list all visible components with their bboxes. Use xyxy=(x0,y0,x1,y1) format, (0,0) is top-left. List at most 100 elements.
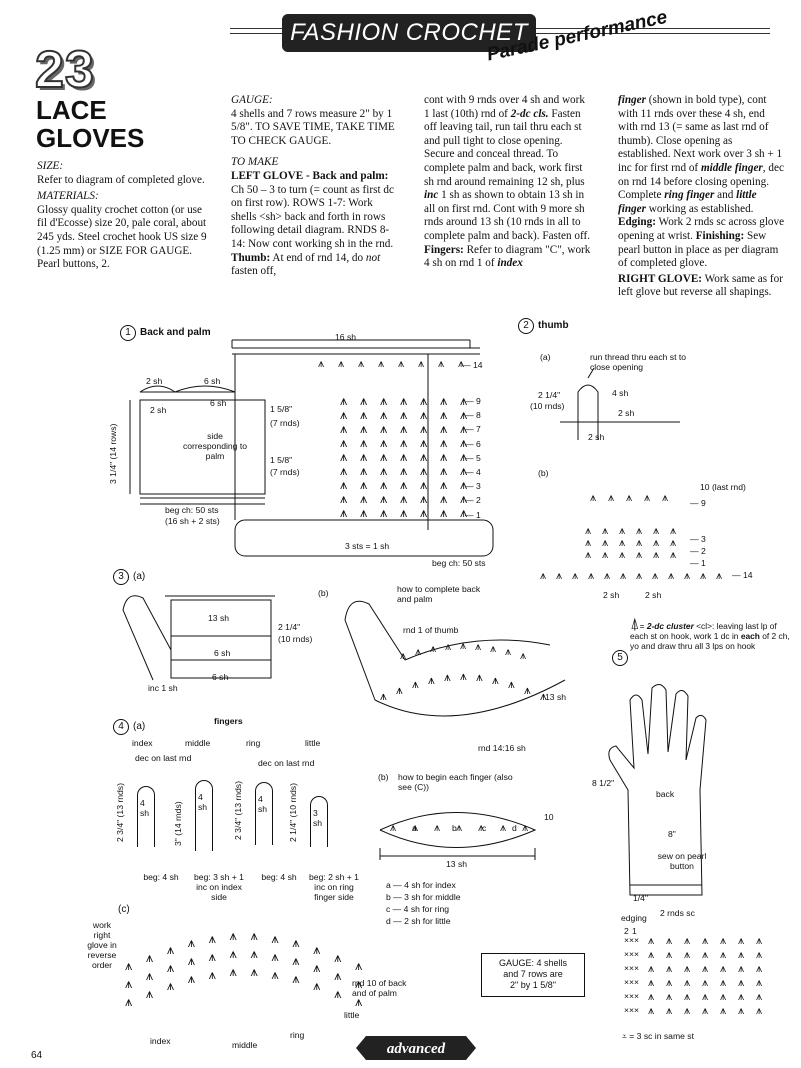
column-4-text: finger (shown in bold type), cont with 1… xyxy=(618,94,786,271)
shell-stitch-icon: ⩚ xyxy=(756,962,763,975)
shell-stitch-icon: ⩚ xyxy=(500,821,507,834)
shell-stitch-icon: ⩚ xyxy=(684,934,691,947)
shell-stitch-icon: ⩚ xyxy=(340,464,348,479)
shell-stitch-icon: ⩚ xyxy=(380,478,388,493)
row-number: — 9 xyxy=(690,498,706,508)
title-line-2: GLOVES xyxy=(36,123,145,153)
diagram-4-title: 4(a) xyxy=(113,719,145,735)
shell-stitch-icon: ⩚ xyxy=(380,506,388,521)
shell-stitch-icon: ⩚ xyxy=(540,689,547,703)
shell-stitch-icon: ⩚ xyxy=(626,491,633,504)
dbeg-letter-c: c xyxy=(482,823,487,833)
shell-stitch-icon: ⩚ xyxy=(420,492,428,507)
shell-stitch-icon: ⩚ xyxy=(666,948,673,961)
shell-stitch-icon: ⩚ xyxy=(340,506,348,521)
d3-inc: inc 1 sh xyxy=(148,683,178,693)
shell-stitch-icon: ⩚ xyxy=(648,1004,655,1017)
shell-stitch-icon: ⩚ xyxy=(334,968,342,984)
shell-stitch-icon: ⩚ xyxy=(556,569,563,582)
pattern-number: 23 xyxy=(34,40,95,100)
d2-height: 2 1/4" xyxy=(538,390,561,400)
c3-t1: cont with 9 rnds over 4 sh and work 1 la… xyxy=(424,94,585,120)
shell-stitch-icon: ⩚ xyxy=(360,478,368,493)
d2-a: (a) xyxy=(540,352,551,362)
size-heading: SIZE: xyxy=(37,160,64,172)
shell-stitch-icon: ⩚ xyxy=(400,649,407,662)
d4-work-right: work right glove in reverse order xyxy=(87,920,117,970)
shell-stitch-icon: ⩚ xyxy=(604,569,611,582)
d4-dec-1: dec on last rnd xyxy=(135,753,192,763)
shell-stitch-icon: ⩚ xyxy=(380,464,388,479)
size-text: Refer to diagram of completed glove. xyxy=(37,173,205,186)
shell-stitch-icon: ⩚ xyxy=(716,569,723,582)
shell-stitch-icon: ⩚ xyxy=(756,990,763,1003)
shell-stitch-icon: ⩚ xyxy=(720,1004,727,1017)
d3-how: how to complete back and palm xyxy=(397,584,481,604)
shell-stitch-icon: ⩚ xyxy=(648,990,655,1003)
shell-stitch-icon: ⩚ xyxy=(648,976,655,989)
shell-stitch-icon: ⩚ xyxy=(208,949,216,965)
shell-stitch-icon: ⩚ xyxy=(460,669,467,683)
shell-stitch-icon: ⩚ xyxy=(360,506,368,521)
shell-stitch-icon: ⩚ xyxy=(602,524,609,537)
shell-stitch-icon: ⩚ xyxy=(292,954,300,970)
materials-text: Glossy quality crochet cotton (or use fi… xyxy=(37,203,207,271)
shell-stitch-icon: ⩚ xyxy=(460,436,468,451)
palm-shape-3b xyxy=(344,600,566,717)
shell-stitch-icon: ⩚ xyxy=(208,931,216,947)
shell-stitch-icon: ⩚ xyxy=(460,464,468,479)
shell-stitch-icon: ⩚ xyxy=(340,478,348,493)
advanced-badge-text: advanced xyxy=(387,1041,446,1057)
diagram-3-number: 3 xyxy=(113,569,129,585)
shell-stitch-icon: ⩚ xyxy=(420,478,428,493)
d2-run-thread: run thread thru each st to close opening xyxy=(590,352,687,372)
shell-stitch-icon: ⩚ xyxy=(340,436,348,451)
d1-h2b: (7 rnds) xyxy=(270,467,300,477)
shell-stitch-icon: ⩚ xyxy=(420,394,428,409)
diagram-1-number: 1 xyxy=(120,325,136,341)
shell-stitch-icon: ⩚ xyxy=(662,491,669,504)
shell-stitch-icon: ⩚ xyxy=(229,965,237,981)
pattern-title: LACE GLOVES xyxy=(36,96,186,152)
shell-stitch-icon: ⩚ xyxy=(440,492,448,507)
shell-stitch-icon: ⩚ xyxy=(187,972,196,988)
to-make-heading: TO MAKE xyxy=(231,156,279,169)
shell-stitch-icon: ⩚ xyxy=(702,948,709,961)
cl-t3: of 2 ch, yo and draw thru all 3 lps on h… xyxy=(630,631,790,651)
finger-height: 2 1/4" (10 rnds) xyxy=(288,783,298,842)
shell-stitch-icon: ⩚ xyxy=(670,536,677,549)
finger-name-ring: ring xyxy=(246,738,261,748)
gauge-box: GAUGE: 4 shells and 7 rows are 2" by 1 5… xyxy=(481,953,585,997)
gauge-box-line-1: GAUGE: 4 shells xyxy=(498,958,568,968)
finger-begin: beg: 4 sh xyxy=(261,872,297,882)
d1-6sh-a: 6 sh xyxy=(204,376,221,386)
thumb-not: not xyxy=(365,251,381,264)
shell-stitch-icon: ⩚ xyxy=(460,394,468,409)
shell-stitch-icon: ⩚ xyxy=(340,422,348,437)
c4-t1: (shown in bold type), cont with 11 rnds … xyxy=(618,94,783,174)
d1-2sh-b: 2 sh xyxy=(150,405,167,415)
d2-bottom-2sh-b: 2 sh xyxy=(645,590,662,600)
column-3: cont with 9 rnds over 4 sh and work 1 la… xyxy=(424,94,592,271)
sc-mark: ××× xyxy=(624,935,640,945)
right-glove-body: Work same as for left glove but reverse … xyxy=(618,272,783,299)
gauge-text: 4 shells and 7 rows measure 2" by 1 5/8"… xyxy=(231,107,395,147)
finger-sh-count: 4 sh xyxy=(258,794,268,814)
shell-stitch-icon: ⩚ xyxy=(738,934,745,947)
shell-stitch-icon: ⩚ xyxy=(390,821,397,834)
d3-13sh: 13 sh xyxy=(208,613,230,623)
c4-t2: , dec on rnd 14 before closing opening. … xyxy=(618,161,784,202)
shell-stitch-icon: ⩚ xyxy=(653,536,660,549)
d1-6sh-b: 6 sh xyxy=(210,398,227,408)
thumb-shape-a xyxy=(560,367,680,440)
row-number: — 9 xyxy=(465,396,481,406)
shell-stitch-icon: ⩚ xyxy=(271,967,279,983)
gauge-box-line-2: and 7 rows are xyxy=(503,969,563,979)
c4-t3-bi2: little finger xyxy=(618,189,757,215)
c4-t3a: and xyxy=(714,189,737,202)
finger-height: 3" (14 rnds) xyxy=(173,801,183,846)
shell-stitch-icon: ⩚ xyxy=(400,394,408,409)
shell-stitch-icon: ⩚ xyxy=(418,357,425,370)
d3-rnd1-thumb: rnd 1 of thumb xyxy=(403,625,459,635)
